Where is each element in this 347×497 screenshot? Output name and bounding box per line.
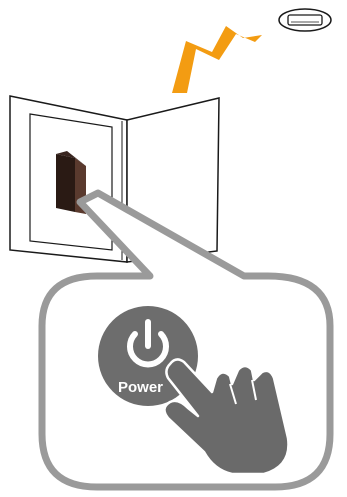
power-button-label: Power bbox=[118, 379, 163, 396]
remote-control-icon bbox=[279, 9, 331, 31]
wireless-signal-icon bbox=[172, 26, 262, 93]
